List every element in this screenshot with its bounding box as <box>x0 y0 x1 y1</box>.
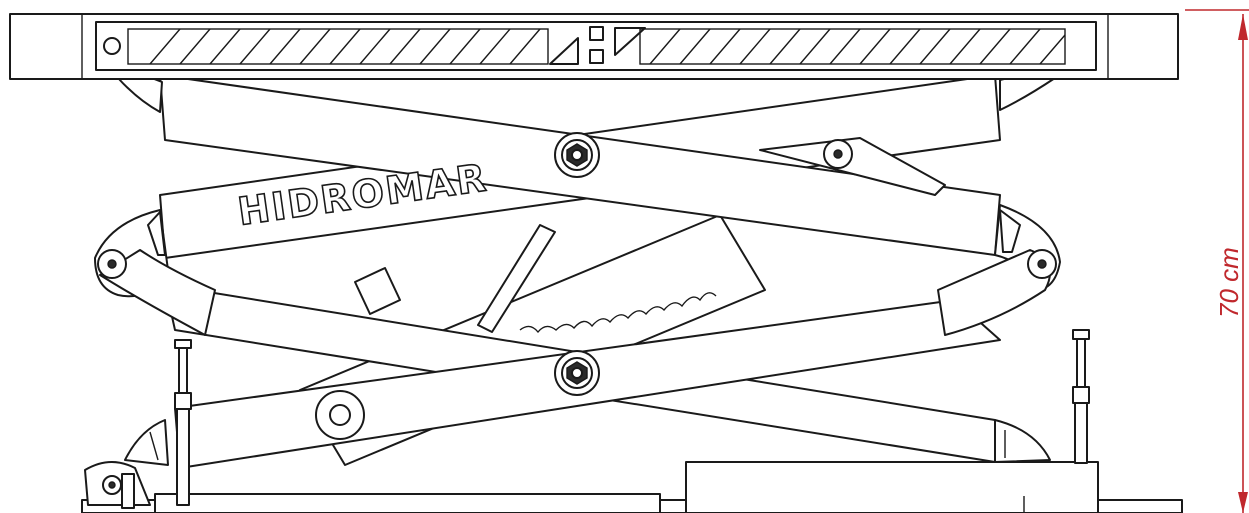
upper-corner-guard-right <box>999 74 1056 111</box>
height-dimension <box>1185 9 1249 513</box>
height-dimension-label: 70 cm <box>1214 247 1244 318</box>
upper-arm-rear-link <box>759 137 946 196</box>
top-platform <box>9 13 1179 80</box>
mid-pivot-link-left <box>94 209 216 336</box>
upper-corner-guard-left <box>117 74 163 113</box>
lower-pivot-bracket-left <box>84 461 151 509</box>
upper-center-pivot-bolt <box>554 132 600 178</box>
lower-center-pivot-bolt <box>554 350 600 396</box>
base-frame <box>81 461 1183 513</box>
lower-corner-guard-left <box>124 419 169 466</box>
lower-corner-guard-right <box>994 419 1051 463</box>
support-post-right <box>1072 329 1090 464</box>
support-post-left <box>174 339 192 506</box>
mid-pivot-link-right <box>937 204 1061 336</box>
